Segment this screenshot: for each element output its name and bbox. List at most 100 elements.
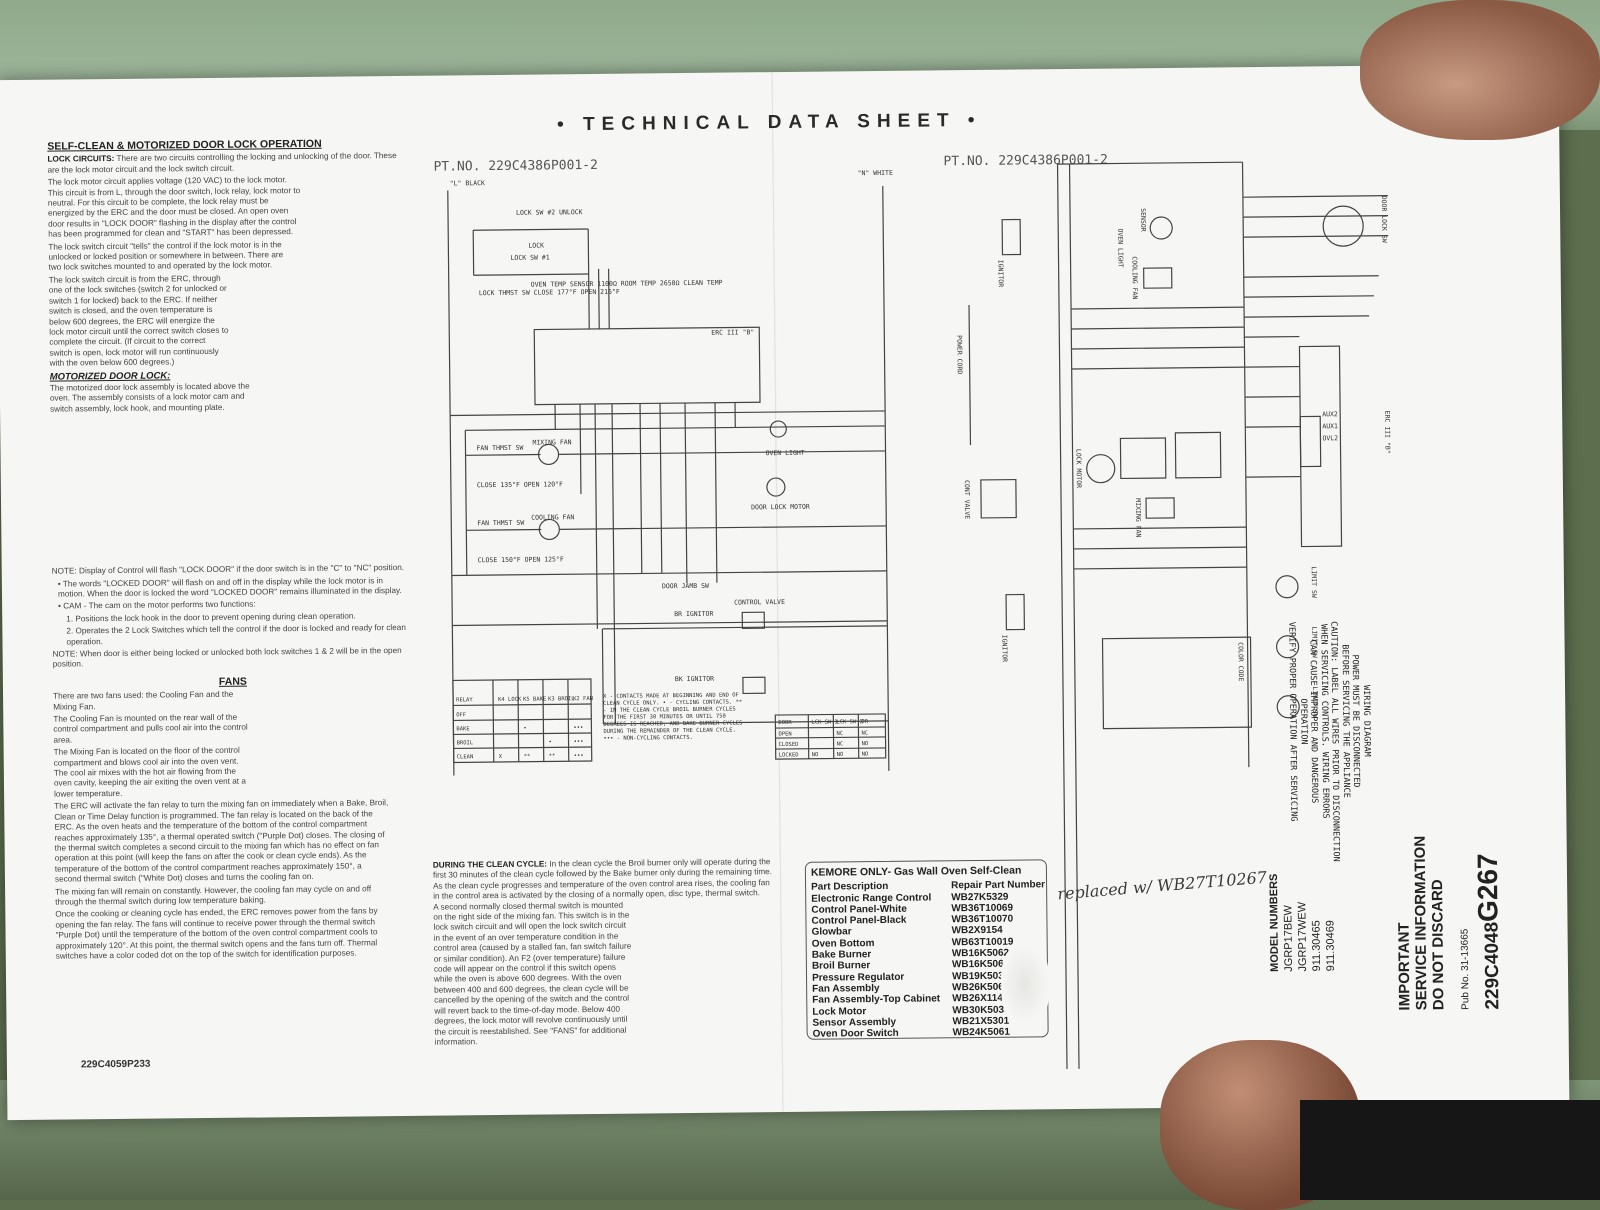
part-number: WB16K5062: [952, 948, 1009, 960]
table-header: LCK SW-1: [811, 719, 838, 725]
n-white-label: "N" WHITE: [858, 169, 893, 177]
part-number: WB30K5030: [952, 1004, 1009, 1016]
close-135-label: CLOSE 135°F OPEN 120°F: [477, 480, 563, 489]
table-cell: LOCKED: [779, 752, 799, 758]
cont-valve-label: CONT VALVE: [963, 480, 971, 519]
tape-stain: [1001, 944, 1050, 1024]
part-number: WB24K5061: [953, 1027, 1010, 1039]
model-number: 911.30465: [1309, 873, 1324, 971]
table-cell: NO: [812, 752, 819, 758]
lock-sw2-label: LOCK SW #2 UNLOCK: [516, 208, 583, 217]
table-header: LCK SW-2: [836, 719, 863, 725]
table-cell: CLEAN: [457, 754, 474, 760]
caution-line-1: POWER MUST BE DISCONNECTED: [1349, 621, 1362, 821]
table-cell: •: [549, 739, 552, 745]
table-header: RELAY: [456, 697, 473, 703]
close-150-label: CLOSE 150°F OPEN 125°F: [478, 555, 564, 564]
table-cell: NO: [837, 752, 844, 758]
l1-black-label: "L" BLACK: [450, 179, 485, 187]
table-cell: NC: [861, 731, 868, 737]
part-number: WB2X9154: [952, 925, 1003, 937]
doc-number-small: 229C4048: [1481, 922, 1503, 1010]
color-code-label: COLOR CODE: [1237, 642, 1245, 681]
bk-ignitor-label: BK IGNITOR: [675, 675, 714, 683]
caution-line-7: VERIFY PROPER OPERATION AFTER SERVICING: [1286, 622, 1299, 822]
table-cell: NO: [862, 752, 869, 758]
table-cell: NC: [836, 731, 843, 737]
lock-sw1-label: LOCK SW #1: [510, 253, 549, 261]
door-jamb-sw-label: DOOR JAMB SW: [662, 582, 709, 590]
model-number: JGRP17WEW: [1295, 873, 1310, 971]
door-lock-motor-label: DOOR LOCK MOTOR: [751, 503, 810, 512]
table-cell: NO: [862, 741, 869, 747]
table-cell: BROIL: [457, 740, 474, 746]
ignitor-top-label: IGNITOR: [997, 260, 1005, 288]
lock-thmst-label: LOCK THMST SW CLOSE 177°F OPEN 216°F: [479, 288, 620, 297]
parts-header-num: Repair Part Number: [951, 880, 1045, 892]
model-numbers-heading: MODEL NUMBERS: [1267, 874, 1282, 972]
aux2-label: AUX2: [1322, 410, 1338, 418]
caution-line-4: WHEN SERVICING CONTROLS. WIRING ERRORS: [1318, 621, 1331, 821]
control-valve-label: CONTROL VALVE: [734, 598, 785, 607]
part-number: WB26X114: [952, 993, 1003, 1005]
erc-label: ERC III "B": [711, 328, 754, 336]
table-cell: •••: [573, 725, 583, 731]
ignitor-bottom-label: IGNITOR: [1000, 635, 1008, 663]
sensor-label: SENSOR: [1139, 208, 1147, 232]
oven-temp-sensor-label: OVEN TEMP SENSOR 1100Ω ROOM TEMP 2650Ω C…: [531, 279, 723, 289]
table-cell: OPEN: [778, 731, 791, 737]
table-header: DOOR: [778, 720, 792, 726]
ovl2-label: OVL2: [1322, 434, 1338, 442]
important-block: IMPORTANT SERVICE INFORMATION DO NOT DIS…: [1395, 835, 1503, 1011]
hand-top-right: [1360, 0, 1600, 140]
door-lock-sw-label: DOOR LOCK SW: [1380, 196, 1388, 243]
oven-light-wire-label: OVEN LIGHT: [1116, 228, 1124, 267]
table-cell: NC: [837, 741, 844, 747]
table-cell: CLOSED: [779, 742, 799, 748]
fan-thmst-1-label: FAN THMST SW: [476, 444, 523, 452]
table-cell: •••: [574, 753, 584, 759]
part-number: WB36T10070: [951, 914, 1013, 926]
important-line-3: DO NOT DISCARD: [1429, 836, 1448, 1011]
table-header: K4 LOCK: [498, 697, 522, 703]
table-cell: •••: [574, 739, 584, 745]
mixing-fan-wire-label: MIXING FAN: [1134, 498, 1142, 537]
part-description: Oven Door Switch: [813, 1027, 953, 1040]
table-header: K5 BAKE: [523, 696, 546, 702]
aux1-label: AUX1: [1322, 422, 1338, 430]
power-cord-label: POWER CORD: [955, 335, 963, 374]
model-number: JGRP17BEW: [1281, 873, 1296, 971]
lock-motor-label: LOCK MOTOR: [1075, 449, 1083, 488]
important-line-1: IMPORTANT: [1395, 836, 1414, 1011]
lock-label: LOCK: [528, 241, 544, 249]
doc-number-large: G267: [1472, 853, 1504, 922]
dark-clothing: [1300, 1100, 1600, 1200]
oven-light-label: OVEN LIGHT: [766, 449, 805, 457]
part-number: WB21X5301: [952, 1016, 1009, 1028]
model-number: 911.30469: [1323, 873, 1338, 971]
important-line-2: SERVICE INFORMATION: [1412, 836, 1431, 1011]
table-cell: OFF: [456, 712, 466, 718]
table-cell: •: [523, 726, 526, 732]
table-cell: **: [524, 754, 531, 760]
part-number: WB27K5329: [951, 891, 1008, 903]
fan-thmst-2-label: FAN THMST SW: [477, 519, 524, 527]
part-number: WB36T10069: [951, 902, 1013, 914]
table-cell: X: [499, 754, 503, 760]
cooling-fan-label: COOLING FAN: [531, 513, 574, 521]
technical-data-sheet: • TECHNICAL DATA SHEET • PT.NO. 229C4386…: [0, 64, 1569, 1120]
parts-title: KEMORE ONLY- Gas Wall Oven Self-Clean: [811, 865, 1046, 879]
table-cell: **: [549, 753, 556, 759]
limit-sw-label-1: LIMIT SW: [1310, 566, 1318, 597]
erc-wire-label: ERC III "B": [1383, 411, 1391, 454]
table-cell: BAKE: [456, 726, 469, 732]
mixing-fan-label: MIXING FAN: [532, 438, 571, 446]
table-header: K3 BROIL: [548, 696, 575, 702]
wiring-diagram-caution: WIRING DIAGRAM POWER MUST BE DISCONNECTE…: [1286, 621, 1372, 822]
wiring-diagram-title: WIRING DIAGRAM: [1360, 621, 1373, 821]
cooling-fan-wire-label: COOLING FAN: [1131, 256, 1139, 299]
contacts-note: X - CONTACTS MADE AT BEGINNING AND END O…: [603, 692, 744, 763]
